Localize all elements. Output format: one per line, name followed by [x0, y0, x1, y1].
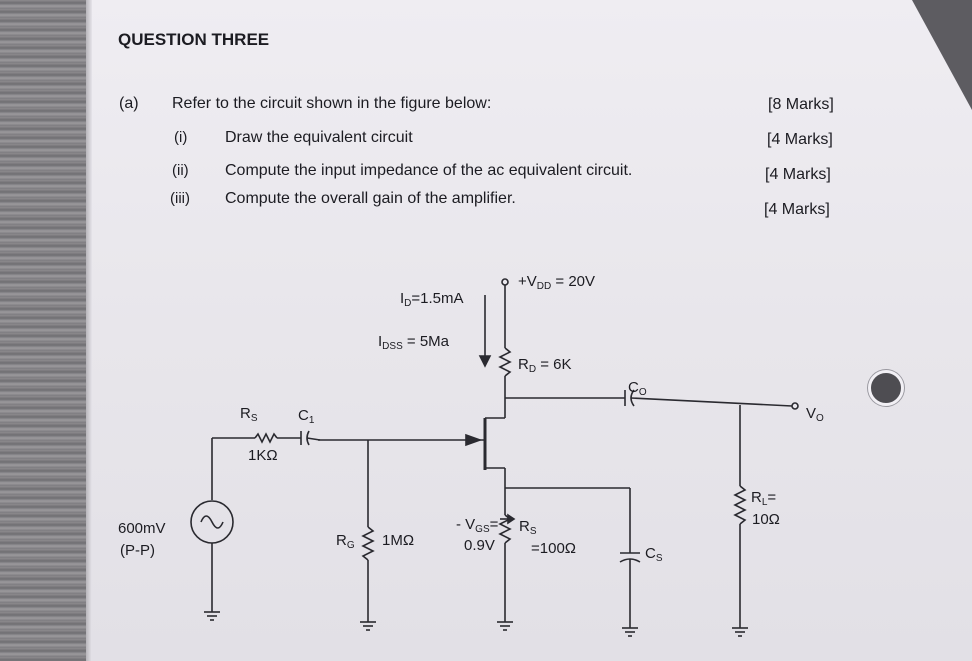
rg-label: RG	[336, 532, 355, 551]
subpart-number: (ii)	[172, 162, 189, 179]
cs-label: CS	[645, 545, 663, 564]
c1-label: C1	[298, 407, 315, 426]
vdd-label: +VDD = 20V	[518, 273, 595, 292]
punch-hole	[868, 370, 904, 406]
rl-resistor	[733, 485, 747, 525]
subpart-number: (i)	[174, 129, 188, 146]
rs-input-label: RS	[240, 405, 258, 424]
rg-value: 1MΩ	[382, 532, 414, 549]
co-label: CO	[628, 379, 647, 398]
subpart-text: Draw the equivalent circuit	[225, 129, 413, 146]
source-pp: (P-P)	[120, 542, 155, 559]
rg-resistor	[361, 526, 375, 561]
rd-label: RD = 6K	[518, 356, 572, 375]
page-binding	[0, 0, 92, 661]
question-label: (a)	[119, 95, 139, 112]
rs-input-value: 1KΩ	[248, 447, 278, 464]
question-text: Refer to the circuit shown in the figure…	[172, 95, 492, 112]
vdd-terminal	[501, 278, 509, 286]
idss-label: IDSS = 5Ma	[378, 333, 450, 352]
wire	[306, 437, 321, 441]
subpart-text: Compute the overall gain of the amplifie…	[225, 190, 516, 207]
subpart-number: (iii)	[170, 190, 190, 207]
vo-label: VO	[806, 405, 824, 424]
rl-label: RL=	[751, 489, 776, 508]
vgs-value: 0.9V	[464, 537, 495, 554]
wire	[630, 397, 793, 407]
subpart-marks: [4 Marks]	[764, 201, 830, 218]
rs-input-resistor	[254, 432, 278, 444]
question-heading: QUESTION THREE	[118, 30, 270, 49]
rs-source-label: RS	[519, 518, 537, 537]
question-marks: [8 Marks]	[768, 96, 834, 113]
subpart-text: Compute the input impedance of the ac eq…	[225, 162, 633, 179]
source-value: 600mV	[118, 520, 166, 537]
gate-arrow-icon	[465, 433, 483, 447]
id-label: ID=1.5mA	[400, 290, 464, 309]
subpart-marks: [4 Marks]	[767, 131, 833, 148]
rl-value: 10Ω	[752, 511, 780, 528]
vgs-label: - VGS=	[456, 516, 499, 535]
vo-terminal	[791, 402, 799, 410]
subpart-marks: [4 Marks]	[765, 166, 831, 183]
id-arrow-icon	[478, 355, 492, 368]
rd-resistor	[498, 347, 512, 377]
rs-source-value: =100Ω	[531, 540, 576, 557]
